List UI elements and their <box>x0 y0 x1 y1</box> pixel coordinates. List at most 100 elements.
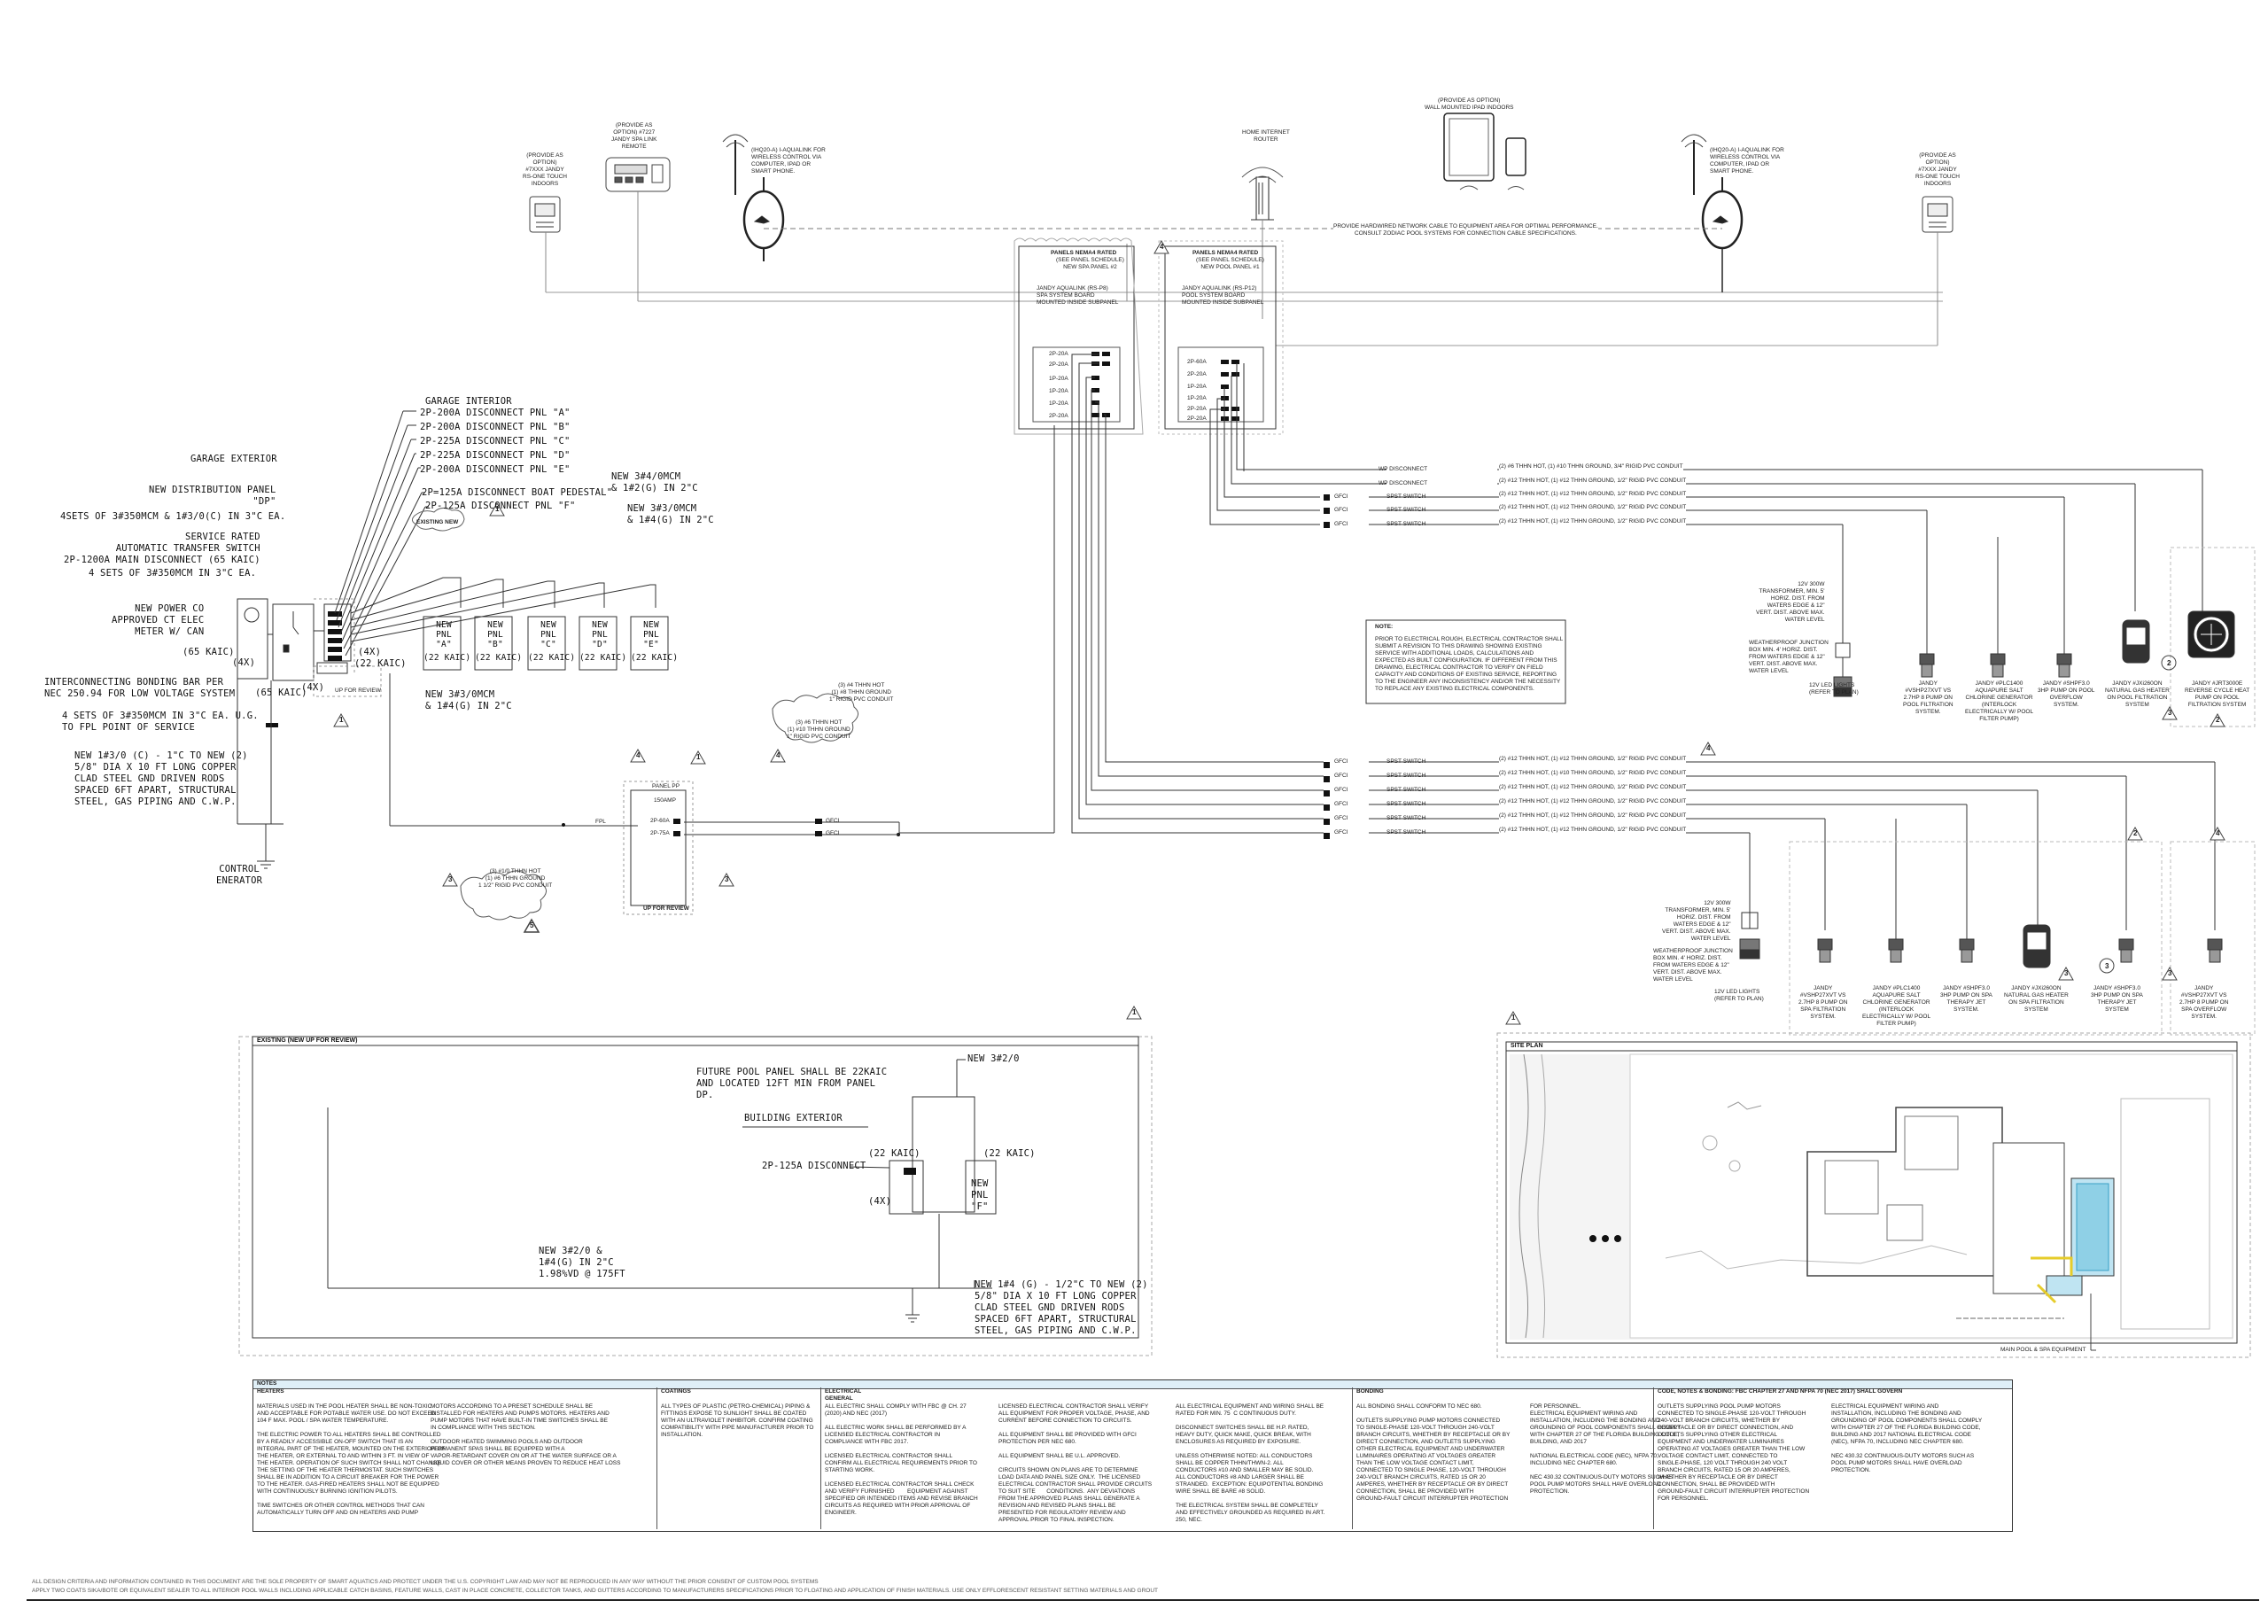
circuit-wire-label: (2) #12 THHN HOT, (1) #12 THHN GROUND, 1… <box>1499 827 1687 834</box>
notes-column: CODE, NOTES & BONDING: FBC CHAPTER 27 AN… <box>1653 1387 2013 1529</box>
revision-number: 3 <box>2064 969 2069 977</box>
circuit-gfci-tag: GFCI <box>1334 773 1348 779</box>
pool-equipment-label: JANDY #JRT3000E REVERSE CYCLE HEAT PUMP … <box>2185 680 2250 708</box>
spa-equipment-label: JANDY #JXi260ON NATURAL GAS HEATER ON SP… <box>2004 985 2069 1013</box>
new-panel-name: NEW PNL "B" <box>487 620 503 649</box>
new-distribution-label: NEW DISTRIBUTION PANEL "DP" <box>149 485 276 507</box>
four-sets-label: 4SETS OF 3#350MCM & 1#3/0(C) IN 3"C EA. <box>60 511 286 522</box>
spa-breaker-label: 1P-20A <box>1049 400 1068 407</box>
remote-right-icon <box>1922 196 1953 233</box>
pool-equipment-label: JANDY #PLC1400 AQUAPURE SALT CHLORINE GE… <box>1965 680 2034 722</box>
pool-panel-box <box>1164 245 1277 430</box>
revision-number: 3 <box>448 875 453 883</box>
pool-breaker-label: 2P-60A <box>1187 359 1207 365</box>
circuit-wire-label: (2) #12 THHN HOT, (1) #12 THHN GROUND, 1… <box>1499 504 1687 511</box>
pool-panel-title: PANELS NEMA4 RATED <box>1192 250 1259 256</box>
spa-board-label: JANDY AQUALINK (RS-P8) SPA SYSTEM BOARD … <box>1037 285 1119 306</box>
detail-title: EXISTING (NEW UP FOR REVIEW) <box>257 1037 358 1044</box>
revision-number: 4 <box>1160 243 1164 251</box>
spa-breaker-label: 1P-20A <box>1049 376 1068 382</box>
spa-panel-sub: (SEE PANEL SCHEDULE) NEW SPA PANEL #2 <box>1056 257 1124 270</box>
revision-number: 4 <box>1706 744 1711 752</box>
pool-transformer-icon <box>1835 620 1851 677</box>
notes-column-heading: HEATERS <box>257 1388 284 1395</box>
circuit-switch-label: SPST SWITCH <box>1386 507 1426 513</box>
spa-overflow-pump-icon <box>2207 938 2223 963</box>
spa-heater-icon <box>2023 924 2051 968</box>
spa-pump-icon <box>1817 938 1833 963</box>
kaic-22-label: (22 KAIC) <box>354 658 407 669</box>
fpl-label: 4 SETS OF 3#350MCM IN 3"C EA. U.G. TO FP… <box>62 711 259 733</box>
circuit-gfci-tag: GFCI <box>1334 758 1348 765</box>
pool-pump-icon <box>1919 629 1935 678</box>
pool-heater-icon <box>2122 619 2150 664</box>
circuit-wire-label: (2) #12 THHN HOT, (1) #12 THHN GROUND, 1… <box>1499 812 1687 820</box>
circuit-switch-label: SPST SWITCH <box>1386 801 1426 807</box>
notes-column-heading: BONDING <box>1356 1388 1384 1395</box>
circuit-gfci-tag: GFCI <box>1334 521 1348 527</box>
circuit-switch-label: SPST SWITCH <box>1386 829 1426 835</box>
circuit-wire-label: (2) #6 THHN HOT, (1) #10 THHN GROUND, 3/… <box>1499 463 1683 470</box>
garage-exterior-label: GARAGE EXTERIOR <box>190 454 277 464</box>
circuit-switch-label: SPST SWITCH <box>1386 758 1426 765</box>
pool-chlorinator-icon <box>1990 537 2006 678</box>
four-sets-2-label: 4 SETS OF 3#350MCM IN 3"C EA. <box>89 568 257 579</box>
circuit-switch-label: WP DISCONNECT <box>1379 466 1428 472</box>
site-plan-title: SITE PLAN <box>1511 1043 1543 1049</box>
pool-junction-icon <box>1833 676 1852 697</box>
pool-breaker-label: 2P-20A <box>1187 371 1207 377</box>
antenna-left-label: (IHQ20-A) I-AQUALINK FOR WIRELESS CONTRO… <box>751 147 826 175</box>
footer-sealer: APPLY TWO COATS SIKA/BOTE OR EQUIVALENT … <box>32 1588 1159 1594</box>
new-panel-kaic: (22 KAIC) <box>528 653 576 663</box>
service-label: SERVICE RATED AUTOMATIC TRANSFER SWITCH … <box>64 532 260 565</box>
revision-number: 2 <box>2216 716 2220 724</box>
pool-board-label: JANDY AQUALINK (RS-P12) POOL SYSTEM BOAR… <box>1182 285 1264 306</box>
ground-label: NEW 1#3/0 (C) - 1"C TO NEW (2) 5/8" DIA … <box>74 750 248 807</box>
notes-column-text: MOTORS ACCORDING TO A PRESET SCHEDULE SH… <box>431 1403 621 1466</box>
power-co-label: NEW POWER CO APPROVED CT ELEC METER W/ C… <box>112 603 205 637</box>
spa-equipment-label: JANDY #PLC1400 AQUAPURE SALT CHLORINE GE… <box>1862 985 1931 1027</box>
disconnect-label: 2P-200A DISCONNECT PNL "E" <box>420 464 571 475</box>
spa-junction-label: WEATHERPROOF JUNCTION BOX MIN. 4' HORIZ.… <box>1653 948 1733 983</box>
pool-equipment-label: JANDY #JXi260ON NATURAL GAS HEATER ON PO… <box>2105 680 2170 708</box>
pool-overflow-pump-icon <box>2056 620 2072 678</box>
kaic-65-b-label: (65 KAIC) <box>255 688 307 698</box>
circuit-switch-label: WP DISCONNECT <box>1379 480 1428 486</box>
building-exterior-label: BUILDING EXTERIOR <box>744 1113 843 1123</box>
circuit-switch-label: SPST SWITCH <box>1386 787 1426 793</box>
ipad-icon <box>1443 113 1526 190</box>
circuit-gfci-tag: GFCI <box>1334 815 1348 821</box>
network-cable-note: PROVIDE HARDWIRED NETWORK CABLE TO EQUIP… <box>1333 223 1598 237</box>
new-panel-kaic: (22 KAIC) <box>423 653 471 663</box>
revision-number: 3 <box>2168 969 2172 977</box>
panel-f-disconnect-label: 2P-125A DISCONNECT PNL "F" <box>425 501 576 511</box>
new-panel-name: NEW PNL "C" <box>540 620 556 649</box>
revision-number: 1 <box>495 505 500 513</box>
revision-number: 3 <box>2105 962 2109 970</box>
revision-triangles <box>333 239 2225 1025</box>
remote-mid-icon <box>605 157 671 192</box>
router-icon <box>1241 167 1284 221</box>
pool-equipment-label: JANDY #VSHP27XVT VS 2.7HP 8 PUMP ON POOL… <box>1903 680 1953 715</box>
circuit-wire-label: (2) #12 THHN HOT, (1) #12 THHN GROUND, 1… <box>1499 798 1687 805</box>
panel-pp-amp: 150AMP <box>654 797 676 804</box>
circuit-gfci-tag: GFCI <box>1334 787 1348 793</box>
bonding-bar-label: INTERCONNECTING BONDING BAR PER NEC 250.… <box>44 677 236 699</box>
note-box-title: NOTE: <box>1375 624 1394 630</box>
notes-column-text: MATERIALS USED IN THE POOL HEATER SHALL … <box>257 1403 446 1516</box>
notes-column-heading: CODE, NOTES & BONDING: FBC CHAPTER 27 AN… <box>1658 1388 1903 1395</box>
spa-breakers <box>1091 352 1110 417</box>
antenna-right-label: (IHQ20-A) I-AQUALINK FOR WIRELESS CONTRO… <box>1710 147 1784 175</box>
note-box-body: PRIOR TO ELECTRICAL ROUGH, ELECTRICAL CO… <box>1375 636 1564 692</box>
existing-new-label: EXISTING NEW <box>416 519 459 525</box>
revision-number: 2 <box>2167 659 2171 667</box>
spa-breaker-label: 2P-20A <box>1049 361 1068 368</box>
spa-equipment-label: JANDY #SHPF3.0 3HP PUMP ON SPA THERAPY J… <box>1940 985 1992 1013</box>
disconnect-label: 2P-200A DISCONNECT PNL "B" <box>420 422 571 432</box>
notes-column-heading: COATINGS <box>661 1388 691 1395</box>
